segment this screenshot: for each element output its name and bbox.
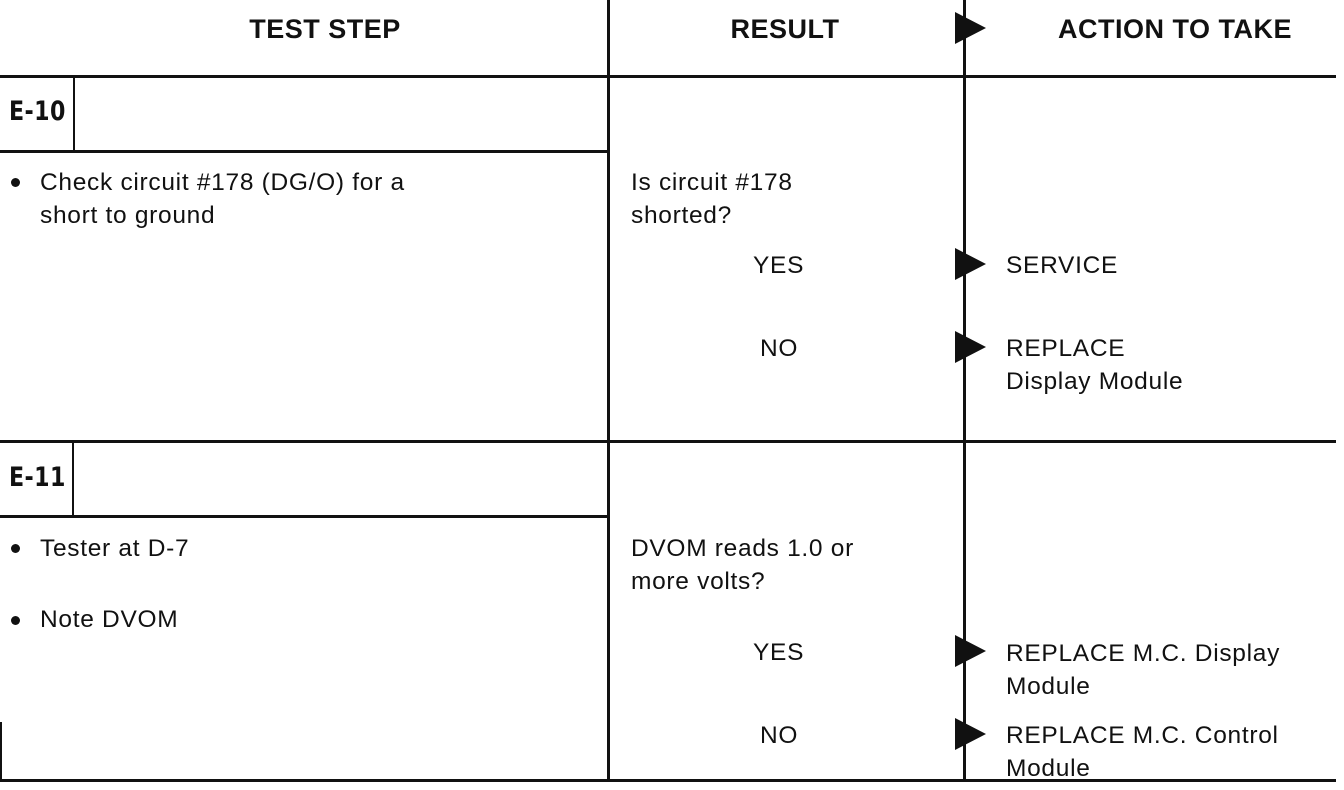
step-code: E-10 [9, 96, 66, 127]
arrow-icon [955, 248, 986, 280]
left-edge-mark [0, 722, 2, 781]
step-instruction-line: Tester at D-7 [40, 535, 190, 562]
result-question-line: Is circuit #178 [631, 169, 793, 196]
answer-no: NO [760, 335, 799, 362]
step-code: E-11 [9, 462, 66, 493]
arrow-icon [955, 331, 986, 363]
action-text-line: Display Module [1006, 368, 1184, 395]
header-bottom-rule [0, 75, 1336, 78]
result-question-line: DVOM reads 1.0 or [631, 535, 854, 562]
table-bottom-rule [0, 779, 1336, 782]
step-instruction-line: short to ground [40, 202, 216, 229]
action-text-line: SERVICE [1006, 252, 1119, 279]
action-text-line: REPLACE M.C. Control [1006, 722, 1279, 749]
step-e10-code-box-divider [73, 77, 75, 152]
result-question-line: shorted? [631, 202, 732, 229]
bullet-icon [11, 544, 20, 553]
header-result: RESULT [730, 14, 840, 44]
arrow-icon [955, 12, 986, 44]
arrow-icon [955, 635, 986, 667]
step-instruction-line: Note DVOM [40, 606, 179, 633]
step-e10-title-rule [0, 150, 609, 153]
step-e11-code-box-divider [72, 442, 74, 517]
action-text-line: Module [1006, 755, 1091, 782]
action-text-line: Module [1006, 673, 1091, 700]
result-question-line: more volts? [631, 568, 766, 595]
divider-col-action [963, 0, 966, 782]
answer-yes: YES [753, 252, 805, 279]
header-test-step: TEST STEP [249, 14, 401, 44]
step-e11-title-rule [0, 515, 609, 518]
arrow-icon [955, 718, 986, 750]
bullet-icon [11, 178, 20, 187]
header-action-to-take: ACTION TO TAKE [1058, 14, 1292, 44]
answer-yes: YES [753, 639, 805, 666]
action-text-line: REPLACE M.C. Display [1006, 640, 1281, 667]
action-text-line: REPLACE [1006, 335, 1126, 362]
answer-no: NO [760, 722, 799, 749]
row-divider [0, 440, 1336, 443]
bullet-icon [11, 616, 20, 625]
step-instruction-line: Check circuit #178 (DG/O) for a [40, 169, 405, 196]
divider-col-result [607, 0, 610, 782]
